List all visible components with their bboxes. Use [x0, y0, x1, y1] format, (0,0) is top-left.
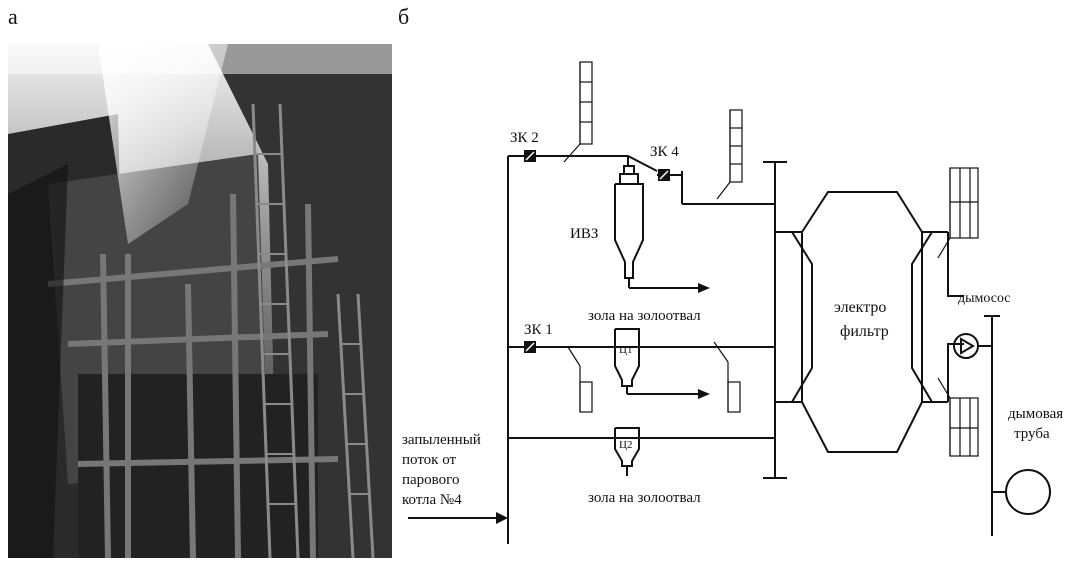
cyclone-1 — [615, 329, 702, 394]
installation-photo — [8, 44, 392, 558]
zk1-valve — [524, 341, 536, 353]
stack-label-line1: дымовая — [1008, 406, 1063, 422]
process-diagram: ЗК 2 ЗК 4 ЗК 1 ИВЗ зола на золоотвал зол… — [392, 44, 1077, 558]
inlet-label-line2: поток от — [402, 452, 457, 468]
stack-circle — [1006, 470, 1050, 514]
fan-icon — [954, 334, 992, 358]
process-diagram-svg: ЗК 2 ЗК 4 ЗК 1 ИВЗ зола на золоотвал зол… — [392, 44, 1077, 558]
inlet-label-line3: парового — [402, 472, 459, 488]
panel-label-a: а — [8, 6, 18, 28]
cyclone-2-label: Ц2 — [619, 439, 632, 451]
cyclone-2 — [615, 428, 639, 476]
ash-top-label: зола на золоотвал — [588, 308, 701, 324]
inlet-label-line4: котла №4 — [402, 492, 462, 508]
ivz-ash-arrowhead — [698, 283, 710, 293]
inlet-arrowhead — [496, 512, 508, 524]
installation-photo-drawing — [8, 44, 392, 558]
ivz-label: ИВЗ — [570, 226, 598, 242]
ivz-separator — [615, 166, 702, 288]
fan-label: дымосос — [958, 291, 1011, 306]
cyclone-1-arrowhead — [698, 389, 710, 399]
stack-label-line2: труба — [1014, 426, 1050, 442]
esp-label-line1: электро — [834, 299, 886, 316]
zk2-label: ЗК 2 — [510, 130, 539, 146]
ash-bottom-label: зола на золоотвал — [588, 490, 701, 506]
zk4-label: ЗК 4 — [650, 144, 679, 160]
esp-label-line2: фильтр — [840, 323, 889, 340]
cyclone-1-label: Ц1 — [619, 344, 632, 356]
zk2-valve — [524, 150, 536, 162]
electrostatic-precipitator — [792, 192, 964, 452]
inlet-label-line1: запыленный — [402, 432, 481, 448]
panel-label-b: б — [398, 6, 409, 28]
zk1-label: ЗК 1 — [524, 322, 553, 338]
zk4-valve — [658, 169, 670, 181]
